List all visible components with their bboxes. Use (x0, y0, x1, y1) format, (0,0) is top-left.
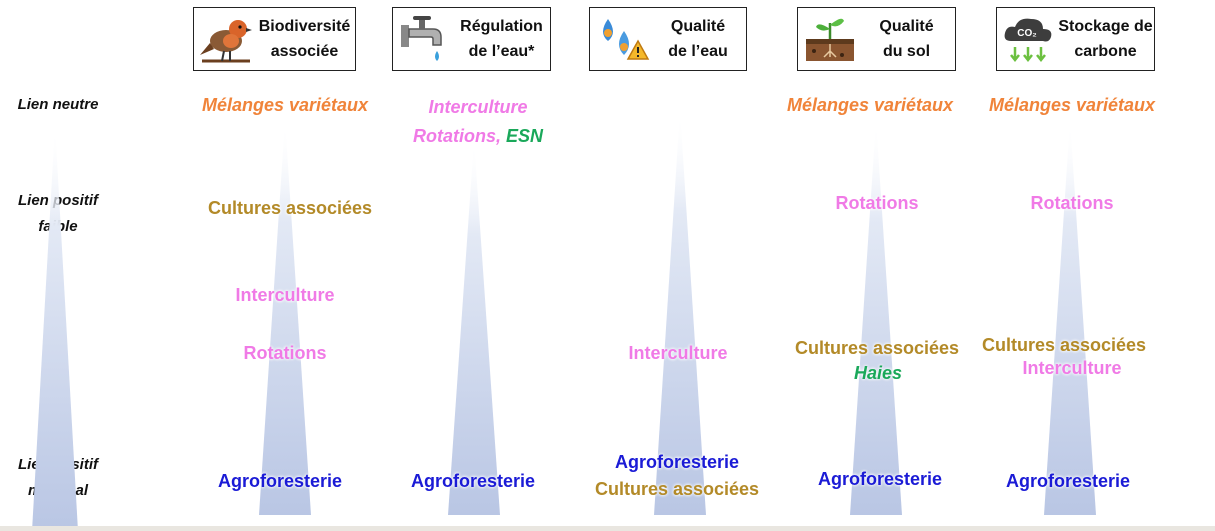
col2-rotations-esn: Rotations, ESN (413, 126, 543, 147)
column-5-gradient (1044, 120, 1096, 515)
bottom-strip (0, 526, 1215, 531)
header-soil-quality: Qualité du sol (797, 7, 956, 71)
col5-melanges: Mélanges variétaux (988, 95, 1156, 115)
col2-esn: ESN (506, 126, 544, 146)
scale-label-neutral: Lien neutre (8, 92, 108, 118)
col5-interculture: Interculture (1022, 358, 1122, 378)
scale-gradient-triangle (32, 125, 78, 531)
header-water-regulation: Régulation de l’eau* (392, 7, 551, 71)
col2-rotations: Rotations, (412, 126, 501, 146)
header-water-regulation-line2: de l’eau* (468, 43, 535, 60)
col3-agroforesterie: Agroforesterie (614, 452, 740, 472)
col4-melanges: Mélanges variétaux (786, 95, 954, 115)
header-biodiversity-title: Biodiversité associée (254, 14, 355, 64)
water-warning-icon (603, 19, 650, 60)
col4-cultures-associees: Cultures associées (794, 338, 960, 358)
co2-cloud-icon: CO₂ (1004, 18, 1052, 63)
col1-interculture: Interculture (235, 285, 335, 305)
header-water-quality-line1: Qualité (670, 18, 726, 35)
col4-haies: Haies (853, 363, 903, 383)
col5-rotations: Rotations (1030, 193, 1114, 213)
bird-icon (200, 20, 252, 63)
col4-agroforesterie: Agroforesterie (817, 469, 943, 489)
column-1-gradient (259, 120, 311, 515)
col3-cultures-associees: Cultures associées (594, 479, 760, 499)
header-soil-quality-line2: du sol (882, 43, 931, 60)
header-carbon-storage-line2: carbone (1074, 43, 1137, 60)
column-2-gradient (448, 140, 500, 515)
col1-rotations: Rotations (243, 343, 327, 363)
col1-melanges: Mélanges variétaux (201, 95, 369, 115)
water-tap-icon (401, 16, 442, 61)
col3-interculture: Interculture (628, 343, 728, 363)
header-biodiversity: Biodiversité associée (193, 7, 356, 71)
col2-agroforesterie: Agroforesterie (410, 471, 536, 491)
header-carbon-storage-line1: Stockage de (1058, 18, 1153, 35)
col2-interculture: Interculture (428, 97, 528, 117)
soil-plant-icon (806, 18, 854, 61)
col5-cultures-associees: Cultures associées (981, 335, 1147, 355)
header-biodiversity-line1: Biodiversité (258, 18, 351, 35)
column-3-gradient (654, 110, 706, 515)
col1-agroforesterie: Agroforesterie (217, 471, 343, 491)
header-biodiversity-line2: associée (270, 43, 339, 60)
header-water-quality: Qualité de l’eau (589, 7, 747, 71)
scale-neutral-text: Lien neutre (17, 96, 99, 113)
header-water-regulation-title: Régulation de l’eau* (453, 14, 550, 64)
header-water-quality-line2: de l’eau (668, 43, 728, 60)
col1-cultures-associees: Cultures associées (207, 198, 373, 218)
header-carbon-storage-title: Stockage de carbone (1057, 14, 1154, 64)
col5-agroforesterie: Agroforesterie (1005, 471, 1131, 491)
header-soil-quality-title: Qualité du sol (858, 14, 955, 64)
column-4-gradient (850, 120, 902, 515)
co2-label: CO₂ (1017, 28, 1036, 39)
header-water-quality-title: Qualité de l’eau (650, 14, 746, 64)
col4-rotations: Rotations (835, 193, 919, 213)
header-carbon-storage: CO₂ Stockage de carbone (996, 7, 1155, 71)
header-soil-quality-line1: Qualité (879, 18, 934, 35)
header-water-regulation-line1: Régulation (460, 18, 543, 35)
